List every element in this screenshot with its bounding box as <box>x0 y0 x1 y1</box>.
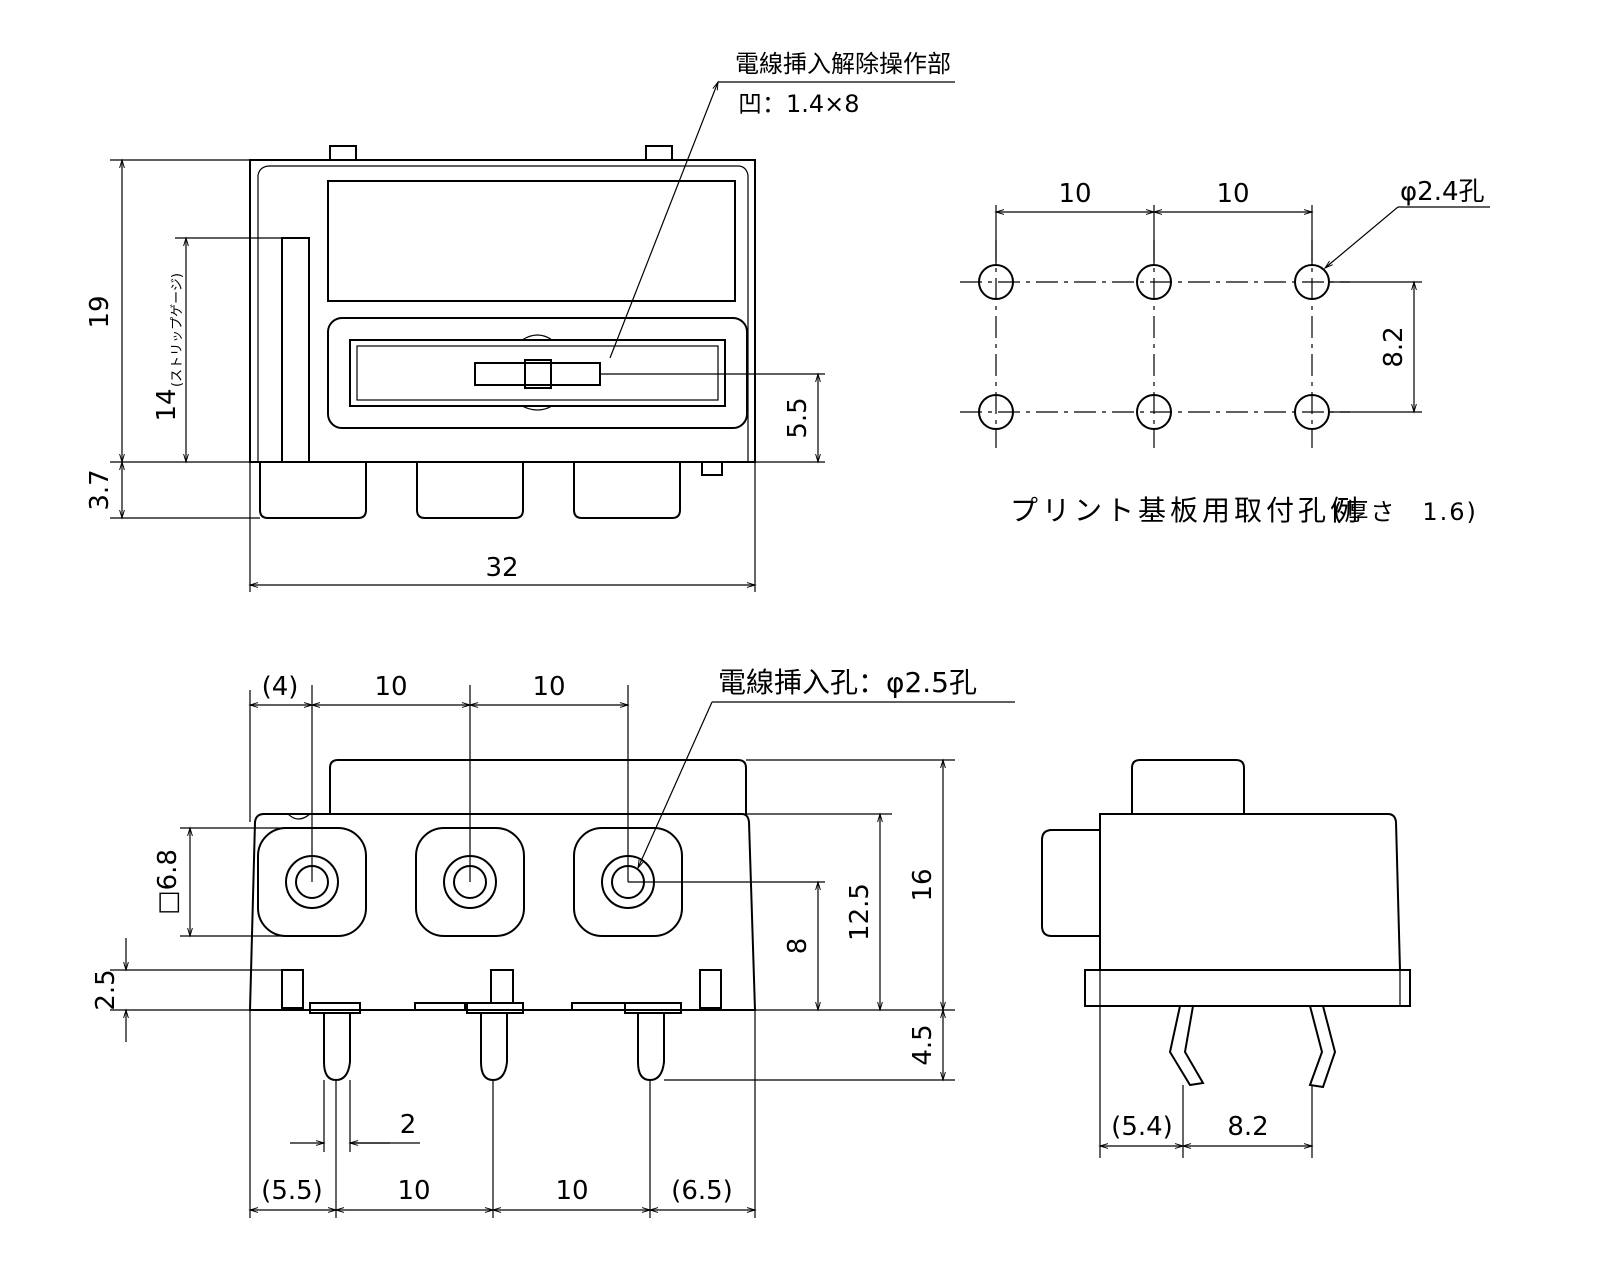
release-frame <box>327 317 748 429</box>
dim-pitch-1: 10 <box>374 672 407 702</box>
wire-hole-label: 電線挿入孔：φ2.5孔 <box>718 666 977 699</box>
pcb-layout: 10 10 φ2.4孔 8.2 プリント基板用取付孔例 (厚さ 1.6) <box>960 177 1490 527</box>
side-base <box>1084 969 1411 1007</box>
release-spec: 凹：1.4×8 <box>738 90 860 118</box>
dim-2-5: 2.5 <box>91 969 121 1010</box>
dim-14: 14 <box>152 388 182 421</box>
strip-gauge <box>281 237 310 463</box>
dim-3-7: 3.7 <box>85 469 115 510</box>
release-lever <box>474 362 601 386</box>
pin <box>637 1013 665 1082</box>
top-view: 19 14 (ストリップゲージ) 3.7 32 5.5 電線挿入解除操作部 凹：… <box>85 50 955 592</box>
dim-bottom-p1: 10 <box>397 1176 430 1206</box>
pcb-caption-note: (厚さ 1.6) <box>1333 498 1478 526</box>
dim-pin-w: 2 <box>400 1110 417 1140</box>
top-leg-3 <box>573 462 681 519</box>
dim-bottom-right: (6.5) <box>671 1176 733 1206</box>
top-tab-right <box>645 145 673 161</box>
pcb-caption: プリント基板用取付孔例 <box>1010 494 1362 527</box>
dim-32: 32 <box>485 553 518 583</box>
release-label: 電線挿入解除操作部 <box>735 50 951 78</box>
dim-bottom-p2: 10 <box>555 1176 588 1206</box>
side-dim-pitch: 8.2 <box>1227 1112 1268 1142</box>
pcb-hole <box>1136 394 1172 430</box>
dim-bottom-left: (5.5) <box>261 1176 323 1206</box>
dim-hole-h: 8 <box>783 938 813 955</box>
side-dim-left: (5.4) <box>1111 1112 1173 1142</box>
strip-gauge-note: (ストリップゲージ) <box>170 273 185 387</box>
pin <box>480 1013 508 1082</box>
top-leg-1 <box>259 462 367 519</box>
pcb-pitch-1: 10 <box>1058 179 1091 209</box>
dim-body-h: 12.5 <box>845 883 875 941</box>
dim-pitch-2: 10 <box>532 672 565 702</box>
dim-pin-len: 4.5 <box>908 1024 938 1065</box>
pcb-hole <box>1294 394 1330 430</box>
top-leg-2 <box>416 462 524 519</box>
pcb-hole <box>978 394 1014 430</box>
dim-total-h: 16 <box>908 868 938 901</box>
front-view: (4) 10 10 電線挿入孔：φ2.5孔 □6.8 2.5 8 12.5 16… <box>91 666 1015 1218</box>
pcb-hole-label: φ2.4孔 <box>1400 177 1485 207</box>
dim-left-offset: (4) <box>262 672 299 702</box>
top-tab-left <box>329 145 357 161</box>
release-slot-outer <box>349 339 726 407</box>
top-body-outline <box>249 159 756 463</box>
top-window <box>327 180 736 302</box>
pcb-pitch-2: 10 <box>1216 179 1249 209</box>
side-body <box>1099 813 1401 971</box>
dim-5-5: 5.5 <box>783 397 813 438</box>
dim-19: 19 <box>85 295 115 328</box>
pin <box>323 1013 351 1082</box>
dim-square: □6.8 <box>153 849 183 915</box>
pcb-row-pitch: 8.2 <box>1379 326 1409 367</box>
side-view: (5.4) 8.2 <box>1041 759 1411 1158</box>
